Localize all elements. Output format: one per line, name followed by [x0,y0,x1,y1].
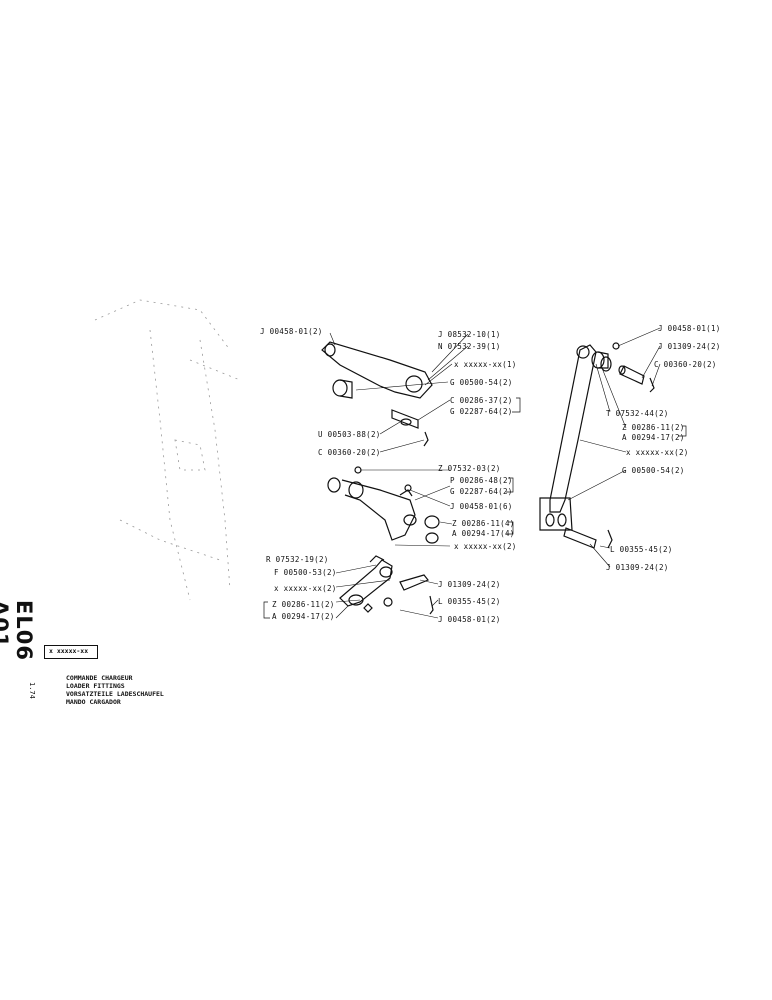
label-z00286-11-2-b: Z 00286-11(2) [622,423,685,432]
label-r07532-19: R 07532-19(2) [266,555,329,564]
revision-mark: 1.74 [28,682,36,699]
label-g00500-54-b: G 00500-54(2) [622,466,685,475]
label-j00458-01-2: J 00458-01(2) [260,327,323,336]
label-xxxxxx-2-b: x xxxxx-xx(2) [274,584,337,593]
mid-small-parts [354,466,412,492]
title-de: VORSATZTEILE LADESCHAUFEL [66,690,164,698]
drawing-code: EL06 A01 0 [0,600,42,720]
label-g00500-54: G 00500-54(2) [450,378,513,387]
label-c00360-20-a: C 00360-20(2) [318,448,381,457]
title-block: COMMANDE CHARGEUR LOADER FITTINGS VORSAT… [66,674,164,706]
placeholder-box-text: x xxxxx-xx [49,647,89,655]
label-l00355-45-a: L 00355-45(2) [438,597,501,606]
title-fr: COMMANDE CHARGEUR [66,674,133,682]
leader-lines [329,327,661,619]
label-c00360-20-b: C 00360-20(2) [654,360,717,369]
upper-arm [321,341,433,399]
label-j08532-10: J 08532-10(1) [438,330,501,339]
label-xxxxxx-1: x xxxxx-xx(1) [454,360,517,369]
label-a00294-17-2-a: A 00294-17(2) [272,612,335,621]
bushing-upper [332,379,353,399]
pin-upper [391,409,419,429]
lower-pin [363,574,434,615]
rod-bushings [591,351,612,372]
lower-link [339,555,393,607]
label-p00286-48: P 00286-48(2) [450,476,513,485]
label-j00458-01-1: J 00458-01(1) [658,324,721,333]
label-j01309-24-c: J 01309-24(2) [606,563,669,572]
label-xxxxxx-2-c: x xxxxx-xx(2) [626,448,689,457]
placeholder-box: x xxxxx-xx [44,645,98,659]
rod-top-clip [612,342,620,350]
label-z07532-03: Z 07532-03(2) [438,464,501,473]
label-l00355-45-b: L 00355-45(2) [610,545,673,554]
label-j00458-01-2-b: J 00458-01(2) [438,615,501,624]
label-g02287-64-a: G 02287-64(2) [450,407,513,416]
drawing-code-text: EL06 A01 0 [0,600,36,661]
faded-machine-sketch [94,299,241,601]
long-rod [539,344,597,531]
group-brackets [263,397,687,619]
rod-bottom-pin [563,527,613,549]
label-f00500-53: F 00500-53(2) [274,568,337,577]
label-z00286-11-4: Z 00286-11(4) [452,519,515,528]
label-n07532-39: N 07532-39(1) [438,342,501,351]
label-g02287-64-b: G 02287-64(2) [450,487,513,496]
clip-upper [423,431,429,447]
label-j01309-24-a: J 01309-24(2) [438,580,501,589]
rod-top-pin [618,365,655,393]
label-xxxxxx-2-a: x xxxxx-xx(2) [454,542,517,551]
label-z00286-11-2-a: Z 00286-11(2) [272,600,335,609]
label-j01309-24-b: J 01309-24(2) [658,342,721,351]
label-j00458-01-6: J 00458-01(6) [450,502,513,511]
label-c00286-37: C 00286-37(2) [450,396,513,405]
title-es: MANDO CARGADOR [66,698,121,706]
label-a00294-17-2-b: A 00294-17(2) [622,433,685,442]
mid-bracket [327,477,440,544]
label-a00294-17-4: A 00294-17(4) [452,529,515,538]
label-u00503-88: U 00503-88(2) [318,430,381,439]
label-t07532-44: T 07532-44(2) [606,409,669,418]
title-en: LOADER FITTINGS [66,682,125,690]
